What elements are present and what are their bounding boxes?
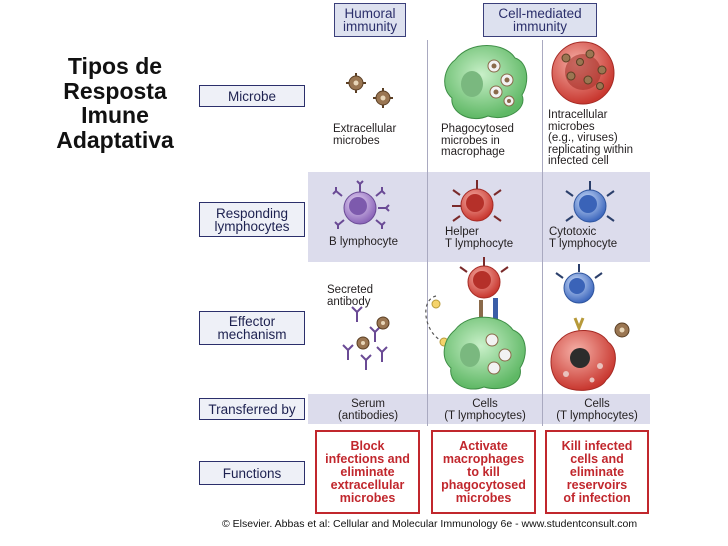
extracellular-microbe-icon bbox=[373, 88, 393, 108]
activated-macrophage-icon bbox=[443, 316, 526, 390]
caption-helper-t-lymphocyte: Helper T lymphocyte bbox=[445, 226, 514, 250]
row-label-microbe-text: Microbe bbox=[227, 88, 276, 104]
dying-infected-cell-icon bbox=[550, 330, 616, 391]
function-box-cytotoxic: Kill infected cells and eliminate reserv… bbox=[545, 430, 649, 514]
released-microbe-icon bbox=[614, 322, 630, 338]
transferred-humoral: Serum (antibodies) bbox=[337, 398, 399, 422]
row-label-transferred-by: Transferred by bbox=[199, 398, 305, 420]
cytotoxic-t-effector-icon bbox=[555, 264, 603, 333]
caption-secreted-antibody: Secreted antibody bbox=[327, 284, 374, 308]
slide-title: Tipos de Resposta Imune Adaptativa bbox=[56, 53, 174, 153]
caption-phagocytosed-microbes: Phagocytosed microbes in macrophage bbox=[441, 123, 514, 158]
caption-intracellular-microbes: Intracellular microbes (e.g., viruses) r… bbox=[548, 109, 634, 167]
header-humoral-immunity: Humoral immunity bbox=[334, 3, 406, 37]
row-label-transferred-text: Transferred by bbox=[208, 401, 296, 417]
caption-cytotoxic-t-lymphocyte: Cytotoxic T lymphocyte bbox=[549, 226, 618, 250]
row-label-effector-text: Effector mechanism bbox=[217, 314, 287, 342]
row-label-responding-lymphocytes: Responding lymphocytes bbox=[199, 202, 305, 237]
row-label-functions: Functions bbox=[199, 461, 305, 485]
copyright-credit: © Elsevier. Abbas et al: Cellular and Mo… bbox=[222, 518, 638, 530]
cytotoxic-t-lymphocyte-icon bbox=[565, 181, 615, 223]
macrophage-icon bbox=[444, 45, 528, 120]
column-divider-1 bbox=[427, 40, 428, 426]
column-divider-2 bbox=[542, 40, 543, 426]
header-cell-mediated-immunity: Cell-mediated immunity bbox=[483, 3, 597, 37]
row-label-functions-text: Functions bbox=[222, 465, 282, 481]
helper-t-lymphocyte-icon bbox=[452, 180, 502, 222]
function-box-humoral: Block infections and eliminate extracell… bbox=[315, 430, 420, 514]
secreted-antibody-icon bbox=[342, 306, 388, 370]
infected-cell-icon bbox=[551, 41, 615, 105]
neutralized-microbe-icon bbox=[356, 316, 390, 350]
row-label-responding-text: Responding lymphocytes bbox=[214, 205, 290, 234]
transferred-cytotoxic: Cells (T lymphocytes) bbox=[556, 398, 638, 422]
row-label-microbe: Microbe bbox=[199, 85, 305, 107]
function-box-helper: Activate macrophages to kill phagocytose… bbox=[431, 430, 536, 514]
row-label-effector-mechanism: Effector mechanism bbox=[199, 311, 305, 345]
helper-t-effector-icon bbox=[425, 257, 509, 347]
transferred-helper: Cells (T lymphocytes) bbox=[444, 398, 526, 422]
b-lymphocyte-icon bbox=[332, 180, 390, 229]
caption-b-lymphocyte: B lymphocyte bbox=[329, 236, 399, 248]
caption-extracellular-microbes: Extracellular microbes bbox=[333, 123, 397, 147]
row-band-transferred bbox=[308, 394, 650, 424]
extracellular-microbe-icon bbox=[346, 73, 366, 93]
